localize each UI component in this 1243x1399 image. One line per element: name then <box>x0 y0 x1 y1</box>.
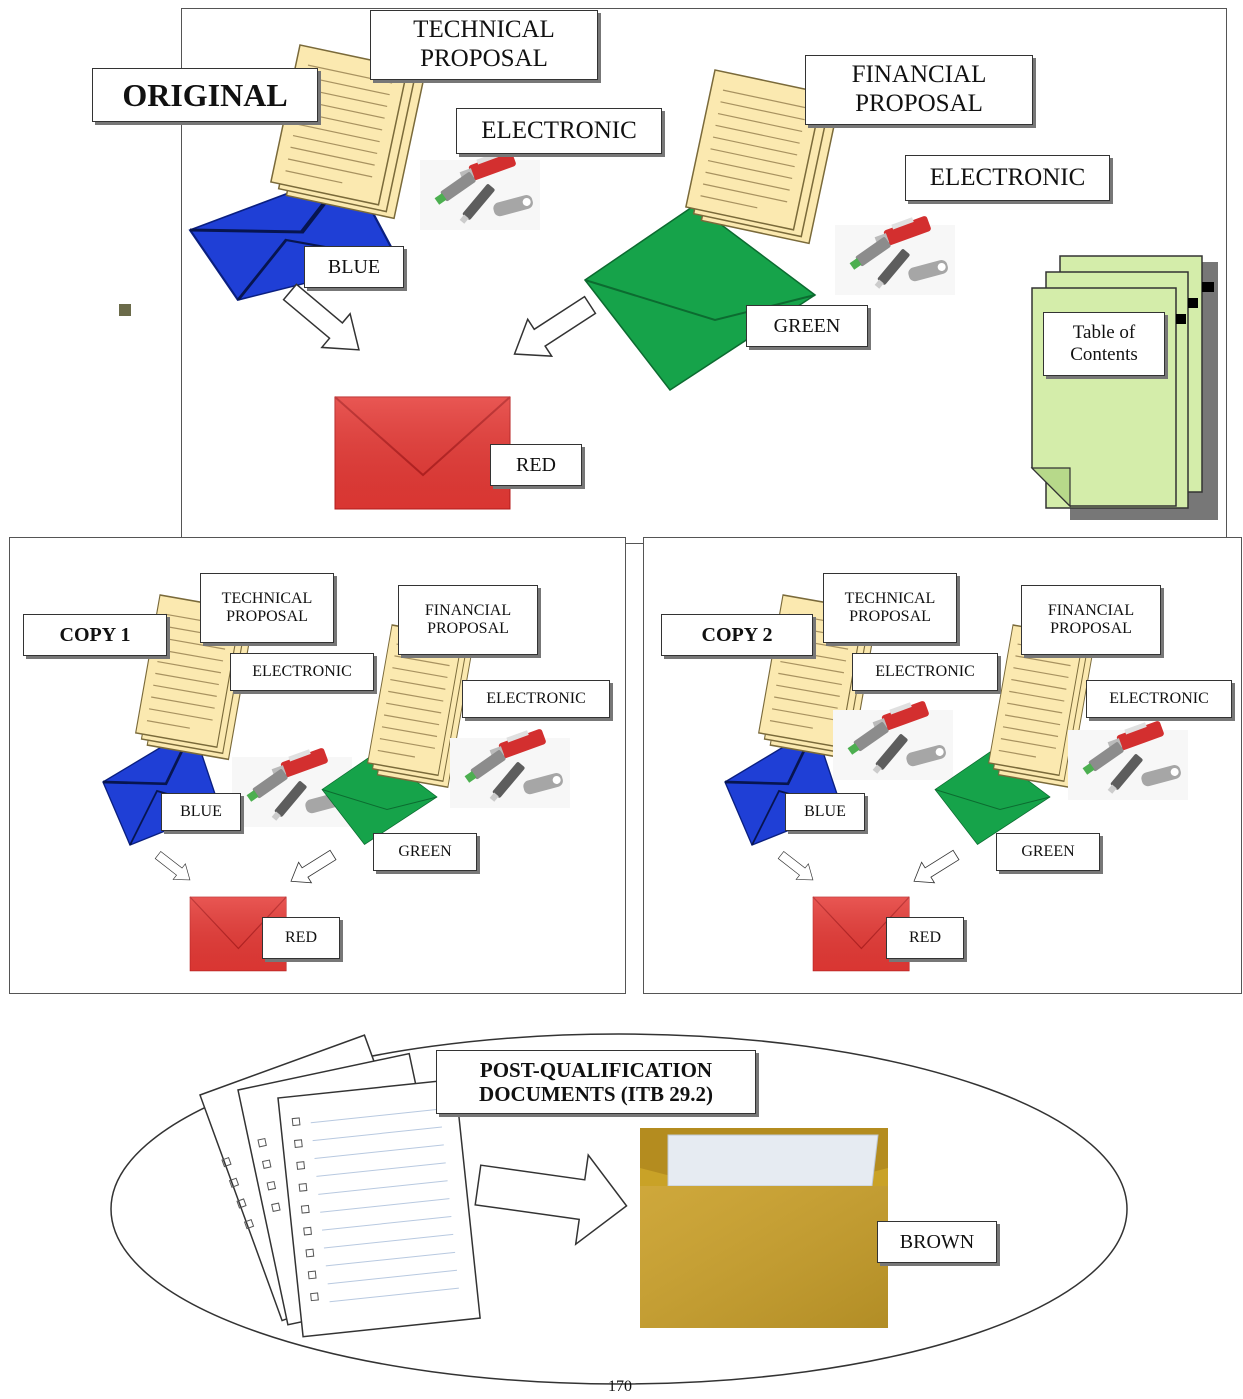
table-of-contents-sheets <box>1030 255 1218 520</box>
original-blue-label: BLUE <box>304 246 404 288</box>
brown-label: BROWN <box>877 1221 997 1263</box>
original-electronic-label-1: ELECTRONIC <box>456 108 662 154</box>
original-usb-drives-2 <box>835 212 955 295</box>
copy1-arrow-green-to-red <box>284 844 340 892</box>
copy1-financial-proposal-label: FINANCIAL PROPOSAL <box>398 585 538 655</box>
copy1-blue-label: BLUE <box>161 793 241 831</box>
copy1-green-label: GREEN <box>373 833 477 871</box>
table-of-contents-label: Table of Contents <box>1043 312 1165 376</box>
copy2-blue-label: BLUE <box>785 793 865 831</box>
copy2-financial-proposal-label: FINANCIAL PROPOSAL <box>1021 585 1161 655</box>
copy1-technical-proposal-label: TECHNICAL PROPOSAL <box>200 573 334 643</box>
bullet-marker <box>119 304 131 316</box>
original-red-envelope <box>334 396 511 510</box>
copy1-electronic-label-1: ELECTRONIC <box>230 653 374 691</box>
original-technical-proposal-label: TECHNICAL PROPOSAL <box>370 10 598 80</box>
copy2-arrow-green-to-red <box>907 844 963 892</box>
copy2-electronic-label-2: ELECTRONIC <box>1086 680 1232 718</box>
copy1-electronic-label-2: ELECTRONIC <box>462 680 610 718</box>
postqual-ellipse <box>110 1033 1128 1385</box>
arrow-blue-to-red <box>275 274 374 368</box>
postqual-title: POST-QUALIFICATION DOCUMENTS (ITB 29.2) <box>436 1050 756 1114</box>
original-green-label: GREEN <box>746 305 868 347</box>
copy2-title: COPY 2 <box>661 614 813 656</box>
original-financial-proposal-label: FINANCIAL PROPOSAL <box>805 55 1033 125</box>
postqual-document-stack <box>199 1034 481 1338</box>
copy1-title: COPY 1 <box>23 614 167 656</box>
original-title: ORIGINAL <box>92 68 318 122</box>
original-electronic-label-2: ELECTRONIC <box>905 155 1110 201</box>
copy2-arrow-blue-to-red <box>774 846 820 889</box>
page-number: 170 <box>608 1378 632 1395</box>
copy2-green-label: GREEN <box>996 833 1100 871</box>
copy1-arrow-blue-to-red <box>151 846 197 889</box>
brown-envelope <box>640 1128 888 1328</box>
original-usb-drives-1 <box>420 147 540 230</box>
copy2-usb-drives-2 <box>1068 717 1188 800</box>
original-red-label: RED <box>490 444 582 486</box>
copy2-electronic-label-1: ELECTRONIC <box>852 653 998 691</box>
copy1-red-label: RED <box>262 917 340 959</box>
copy2-technical-proposal-label: TECHNICAL PROPOSAL <box>823 573 957 643</box>
copy1-usb-drives-2 <box>450 725 570 808</box>
arrow-green-to-red <box>501 285 603 374</box>
copy2-red-label: RED <box>886 917 964 959</box>
arrow-docs-to-brown <box>474 1153 628 1246</box>
